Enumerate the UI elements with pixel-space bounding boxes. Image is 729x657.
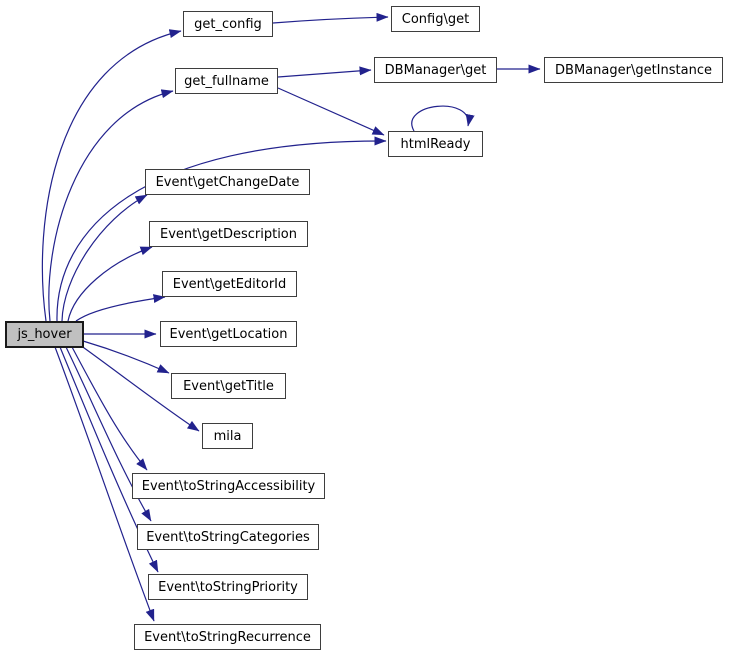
- node-event-tostringaccessibility[interactable]: Event\toStringAccessibility: [132, 473, 325, 499]
- edge-js-hover-to-mila: [79, 344, 200, 432]
- node-event-getchangedate[interactable]: Event\getChangeDate: [145, 169, 310, 195]
- node-dbmanager-get[interactable]: DBManager\get: [374, 57, 497, 83]
- node-event-tostringpriority[interactable]: Event\toStringPriority: [148, 574, 308, 600]
- edge-js-hover-to-tostringrecurrence: [54, 346, 155, 622]
- edge-js-hover-to-getchangedate: [61, 194, 148, 322]
- node-event-tostringcategories[interactable]: Event\toStringCategories: [137, 524, 319, 550]
- edge-js-hover-to-get-config: [41, 29, 182, 322]
- node-event-tostringrecurrence[interactable]: Event\toStringRecurrence: [134, 624, 321, 650]
- edge-js-hover-to-tostringaccessibility: [71, 346, 148, 471]
- node-event-getlocation[interactable]: Event\getLocation: [160, 321, 297, 347]
- edge-js-hover-to-htmlready: [56, 136, 387, 322]
- node-js-hover: js_hover: [5, 321, 84, 348]
- node-dbmanager-getinstance[interactable]: DBManager\getInstance: [544, 57, 723, 83]
- edge-js-hover-to-gettitle: [82, 340, 170, 374]
- node-event-getdescription[interactable]: Event\getDescription: [149, 221, 308, 247]
- edge-get-fullname-to-dbmanager-get: [277, 66, 372, 78]
- node-get-fullname[interactable]: get_fullname: [175, 68, 278, 94]
- node-htmlready[interactable]: htmlReady: [388, 131, 483, 157]
- edge-htmlready-self-loop: [411, 105, 475, 132]
- node-config-get[interactable]: Config\get: [391, 6, 480, 32]
- node-event-gettitle[interactable]: Event\getTitle: [171, 373, 286, 399]
- node-event-geteditorid[interactable]: Event\getEditorId: [162, 271, 297, 297]
- edge-js-hover-to-getdescription: [67, 246, 153, 322]
- edge-js-hover-to-get-fullname: [48, 89, 174, 322]
- node-mila[interactable]: mila: [202, 423, 253, 449]
- edge-get-config-to-config-get: [272, 12, 389, 24]
- edge-js-hover-to-tostringcategories: [65, 346, 152, 522]
- edge-get-fullname-to-htmlready: [277, 87, 385, 136]
- edge-js-hover-to-geteditorid: [75, 294, 166, 322]
- node-get-config[interactable]: get_config: [183, 11, 273, 37]
